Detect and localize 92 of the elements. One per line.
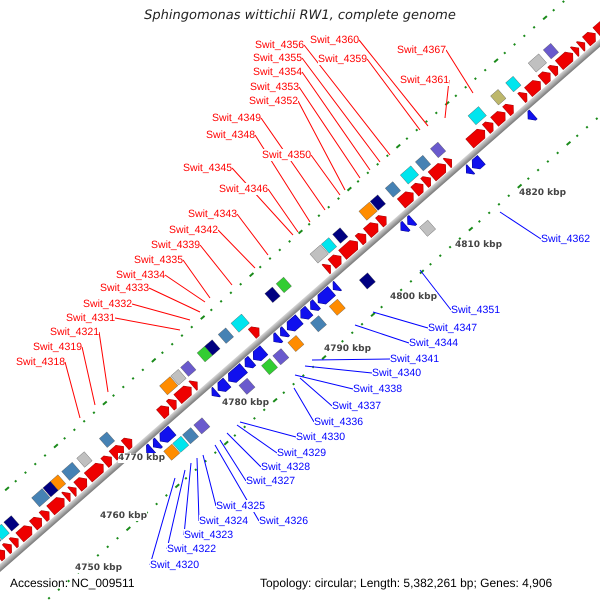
gene-label: Swit_4343 <box>188 208 238 220</box>
leader-line <box>114 318 180 330</box>
gene-label: Swit_4352 <box>249 95 298 107</box>
gene-label: Swit_4318 <box>16 356 66 368</box>
gene-label: Swit_4326 <box>259 515 308 527</box>
leader-line <box>302 72 370 170</box>
gene-label: Swit_4360 <box>310 34 360 46</box>
gene-label: Swit_4361 <box>400 74 450 86</box>
gene-label: Swit_4335 <box>134 254 184 266</box>
gene-label: Swit_4359 <box>318 53 368 65</box>
leader-line <box>268 188 298 232</box>
leader-line <box>304 366 372 374</box>
leader-line <box>500 212 542 240</box>
leader-line <box>200 244 232 286</box>
gene-label: Swit_4367 <box>397 44 446 56</box>
scale-label: 4810 kbp <box>455 240 502 250</box>
gene-label: Swit_4337 <box>332 400 382 412</box>
gene-label: Swit_4350 <box>262 149 312 161</box>
leader-line <box>226 432 262 468</box>
gene-label: Swit_4334 <box>116 269 166 281</box>
genome-stats-text: Topology: circular; Length: 5,382,261 bp; Genes: 4,906 <box>260 576 552 590</box>
leader-line <box>366 58 420 130</box>
leader-line <box>236 424 278 454</box>
leader-line <box>310 154 340 196</box>
scale-label: 4800 kbp <box>390 292 438 302</box>
scale-label: 4820 kbp <box>519 188 566 198</box>
gene-label: Swit_4325 <box>216 500 266 512</box>
gene-label: Swit_4331 <box>66 312 116 324</box>
scale-label: 4790 kbp <box>324 344 372 354</box>
gene-label: Swit_4340 <box>372 367 422 379</box>
gene-label: Swit_4353 <box>250 81 300 93</box>
leader-line <box>298 86 360 178</box>
gene-label: Swit_4345 <box>183 162 232 174</box>
scale-label: 4770 kbp <box>118 453 166 463</box>
gene-label: Swit_4320 <box>150 559 200 571</box>
gene-label: Swit_4351 <box>451 304 500 316</box>
leader-line <box>372 312 428 328</box>
leader-line <box>358 40 428 126</box>
leader-line <box>164 274 206 302</box>
gene-label: Swit_4319 <box>33 341 82 353</box>
gene-label: Swit_4327 <box>246 475 296 487</box>
leader-line <box>294 374 354 390</box>
leader-line <box>82 346 96 406</box>
gene-label: Swit_4332 <box>83 298 132 310</box>
gene-label: Swit_4336 <box>314 416 364 428</box>
gene-label: Swit_4342 <box>169 224 218 236</box>
leader-line <box>298 100 346 190</box>
gene-label: Swit_4362 <box>541 233 590 245</box>
leader-line <box>294 388 314 422</box>
leader-line <box>218 230 256 268</box>
title: Sphingomonas wittichii RW1, complete genome <box>143 8 457 23</box>
leader-line <box>304 44 390 156</box>
leader-line <box>148 288 200 312</box>
leader-line <box>312 358 390 360</box>
leader-line <box>132 304 190 320</box>
leader-line <box>236 214 268 256</box>
gene-label: Swit_4322 <box>167 543 216 555</box>
gene-label: Swit_4321 <box>50 326 100 338</box>
leader-line <box>220 440 246 482</box>
leader-line <box>240 422 296 438</box>
gene-label: Swit_4339 <box>151 239 200 251</box>
leader-line <box>300 378 332 406</box>
gene-label: Swit_4346 <box>219 183 268 195</box>
gene-label: Swit_4324 <box>199 515 248 527</box>
gene-label: Swit_4329 <box>277 447 326 459</box>
scale-label: 4760 kbp <box>100 511 148 521</box>
gene-label: Swit_4323 <box>184 529 234 541</box>
leader-line <box>254 134 310 222</box>
leader-line <box>446 50 474 94</box>
gene-label: Swit_4328 <box>261 461 310 473</box>
leader-line <box>302 58 380 162</box>
gene-label: Swit_4344 <box>409 337 458 349</box>
gene-label: Swit_4355 <box>253 52 302 64</box>
accession-text: Accession: NC_009511 <box>10 576 135 590</box>
scale-label: 4780 kbp <box>222 398 270 408</box>
gene-label: Swit_4347 <box>428 322 478 334</box>
gene-label: Swit_4330 <box>296 431 346 443</box>
leader-line <box>64 362 80 418</box>
leader-line <box>202 454 216 506</box>
gene-label: Swit_4354 <box>253 66 302 78</box>
gene-label: Swit_4341 <box>390 353 440 365</box>
gene-label: Swit_4349 <box>212 112 262 124</box>
gene-label: Swit_4338 <box>353 383 402 395</box>
leader-line <box>182 260 210 298</box>
leader-line <box>260 118 326 210</box>
leader-line <box>420 270 452 310</box>
scale-label: 4750 kbp <box>75 563 122 573</box>
gene-label: Swit_4333 <box>100 282 150 294</box>
leader-line <box>354 324 410 344</box>
gene-label: Swit_4348 <box>206 129 256 141</box>
leader-line <box>196 458 200 522</box>
gene-label: Swit_4356 <box>255 39 304 51</box>
